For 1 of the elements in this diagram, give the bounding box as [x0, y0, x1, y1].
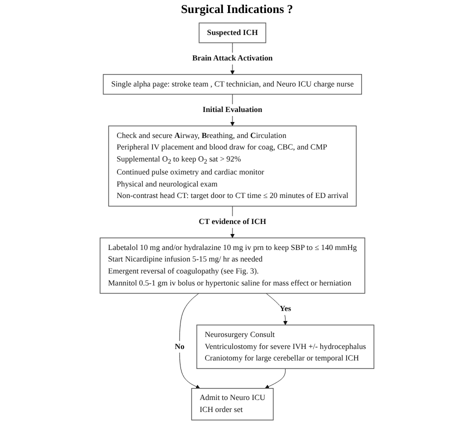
note-text: Surgical Indications ? — [180, 2, 294, 17]
